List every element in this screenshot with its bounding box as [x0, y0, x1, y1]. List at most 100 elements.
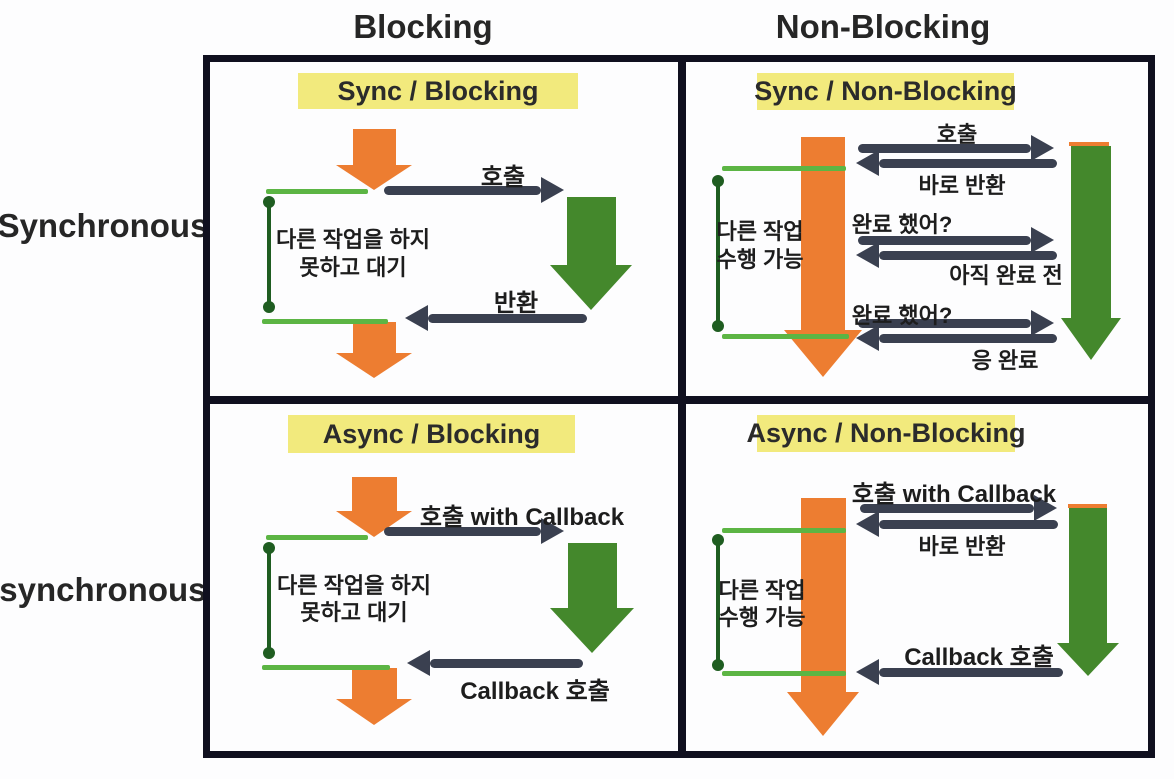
- call-arrow: [384, 177, 564, 203]
- quadrant-title-banner: Sync / Blocking: [298, 73, 578, 109]
- free-label: 다른 작업 수행 가능: [716, 218, 803, 274]
- immediate-return-label: 바로 반환: [918, 173, 1006, 198]
- arrow-line: [858, 143, 1031, 153]
- arrow-head: [541, 177, 564, 203]
- caller-flow-arrow-top: [336, 477, 412, 537]
- waiting-span-line: [267, 202, 271, 307]
- waiting-span-dot-bottom: [263, 647, 275, 659]
- arrow-body: [351, 668, 397, 699]
- arrow-head: [856, 150, 879, 176]
- arrow-head: [1031, 310, 1054, 336]
- arrow-head: [407, 650, 430, 676]
- free-span-dot-top: [712, 175, 724, 187]
- free-span-dot-bottom: [712, 320, 724, 332]
- free-span-dot-top: [712, 534, 724, 546]
- arrow-body: [352, 129, 396, 165]
- callee-flow-arrow: [1061, 146, 1121, 360]
- call-label: 호출: [936, 122, 978, 147]
- arrow-body: [567, 543, 617, 608]
- timeline-mark-top: [722, 166, 846, 171]
- row-header-synchronous: Synchronous: [0, 207, 209, 244]
- free-span-line: [716, 181, 720, 327]
- arrow-head: [787, 692, 859, 736]
- arrow-line: [384, 185, 541, 195]
- call-with-callback-arrow: [860, 495, 1057, 521]
- waiting-label-line2: 못하고 대기: [299, 255, 407, 280]
- arrow-head: [1057, 643, 1119, 676]
- arrow-body: [1071, 146, 1111, 318]
- free-label-line1: 다른 작업: [718, 578, 806, 603]
- arrow-line: [879, 333, 1057, 343]
- arrow-body: [352, 322, 396, 353]
- arrow-line: [860, 503, 1034, 513]
- arrow-head: [336, 699, 412, 725]
- grid-divider-horizontal: [203, 396, 1155, 404]
- waiting-span-dot-top: [263, 542, 275, 554]
- waiting-label: 다른 작업을 하지 못하고 대기: [277, 572, 431, 626]
- timeline-mark-bottom: [262, 319, 388, 324]
- free-label-line2: 수행 가능: [716, 247, 804, 272]
- poll-arrow-1: [858, 227, 1054, 253]
- arrow-line: [858, 318, 1031, 328]
- caller-flow-arrow-top: [336, 129, 412, 190]
- waiting-span-dot-top: [263, 196, 275, 208]
- free-label-line2: 수행 가능: [718, 605, 806, 630]
- free-span-line: [716, 540, 720, 665]
- column-header-blocking: Blocking: [353, 8, 493, 45]
- free-span-dot-bottom: [712, 659, 724, 671]
- immediate-return-arrow: [856, 150, 1057, 176]
- return-label: 반환: [493, 290, 539, 317]
- callee-flow-arrow: [550, 197, 632, 310]
- arrow-line: [858, 235, 1031, 245]
- arrow-head: [550, 265, 632, 310]
- free-label-line1: 다른 작업: [716, 219, 804, 244]
- callback-call-arrow: [856, 659, 1063, 685]
- arrow-line: [879, 519, 1058, 529]
- free-label: 다른 작업 수행 가능: [718, 577, 805, 631]
- timeline-mark-top: [266, 189, 368, 194]
- waiting-label: 다른 작업을 하지 못하고 대기: [276, 226, 430, 282]
- immediate-return-label: 바로 반환: [918, 534, 1006, 559]
- waiting-label-line1: 다른 작업을 하지: [277, 573, 431, 598]
- column-header-non-blocking: Non-Blocking: [775, 8, 991, 45]
- arrow-body: [351, 477, 397, 511]
- callback-call-arrow: [407, 650, 583, 676]
- arrow-line: [428, 313, 587, 323]
- arrow-head: [856, 325, 879, 351]
- poll-reply-arrow-2: [856, 325, 1057, 351]
- arrow-head: [405, 305, 428, 331]
- timeline-mark-bottom: [262, 665, 390, 670]
- immediate-return-arrow: [856, 511, 1058, 537]
- arrow-line: [879, 667, 1063, 677]
- poll-question-label-1: 완료 했어?: [851, 212, 953, 237]
- poll-question-label-2: 완료 했어?: [851, 303, 953, 328]
- caller-flow-arrow-bottom: [336, 668, 412, 725]
- arrow-head: [1061, 318, 1121, 360]
- callee-flow-arrow: [550, 543, 634, 653]
- poll-reply-arrow-1: [856, 242, 1057, 268]
- quadrant-title-banner: Async / Non-Blocking: [746, 415, 1026, 452]
- callee-arrow-orange-cap: [1069, 142, 1109, 146]
- arrow-head: [1034, 495, 1057, 521]
- arrow-head: [1031, 135, 1054, 161]
- poll-arrow-2: [858, 310, 1054, 336]
- waiting-span-line: [267, 548, 271, 653]
- arrow-head: [856, 242, 879, 268]
- arrow-head: [336, 353, 412, 378]
- waiting-label-line1: 다른 작업을 하지: [276, 227, 430, 252]
- arrow-head: [541, 518, 564, 544]
- timeline-mark-bottom: [722, 671, 846, 676]
- timeline-mark-bottom: [722, 334, 849, 339]
- callback-call-label: Callback 호출: [460, 678, 610, 705]
- row-header-asynchronous: Asynchronous: [0, 571, 207, 608]
- arrow-head: [1031, 227, 1054, 253]
- arrow-head: [550, 608, 634, 653]
- call-arrow: [858, 135, 1054, 161]
- poll-reply-label-1: 아직 완료 전: [949, 263, 1063, 288]
- timeline-mark-top: [722, 528, 846, 533]
